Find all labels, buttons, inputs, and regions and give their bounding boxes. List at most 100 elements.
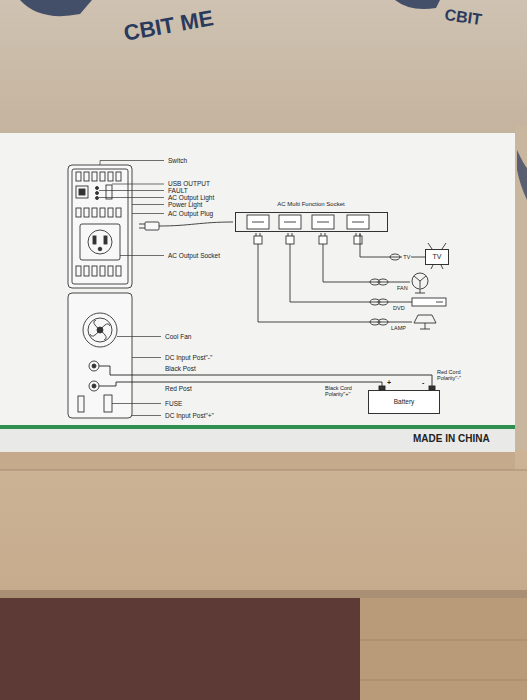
red-post [89,381,99,391]
vent [92,208,97,217]
label-text: Switch [168,157,187,164]
led [96,197,99,200]
battery-box: Battery [368,390,440,414]
vent [92,266,97,276]
terminal-block [78,396,84,412]
fan-icon-blades [414,276,426,293]
strip-outline [235,212,388,232]
edge-label: TV [402,254,411,260]
node-text: Battery [394,398,415,405]
wood-plank [360,640,527,641]
inverter-body [68,165,132,288]
label-text: + [387,379,391,387]
lamp-shade [414,315,436,323]
cord-coil [378,299,388,305]
fuse [104,395,112,412]
plug [286,236,294,244]
leader-line [132,357,161,358]
inverter-front [68,165,132,288]
switch-rocker [79,189,85,195]
appliance-wires [258,243,446,329]
flap-edge [0,470,527,471]
black-cord [99,366,432,387]
plug-body [145,222,159,230]
leader-line [132,204,164,205]
inverter-body [68,293,132,418]
cardboard-top [0,0,527,140]
outlet-slots [252,222,364,223]
footer-band [0,429,515,452]
label-text: AC Output Light [168,194,214,201]
carpet [0,598,360,700]
plug-cord [159,222,233,226]
plug-prongs [256,233,360,236]
label-text: FUSE [165,400,182,407]
lamp-wire [258,244,412,322]
ac-socket [80,224,120,260]
tv-box: TV [425,249,449,265]
plug [319,236,327,244]
wood-plank [360,680,527,681]
box-bottom-edge [0,590,527,598]
socket-slot [104,236,107,244]
label-text: DVD [392,305,406,311]
ac-socket-face [88,230,112,254]
led [96,192,99,195]
ac-plug [139,222,233,230]
label-text: FAULT [168,187,188,194]
leader-lines [99,161,164,416]
print-panel [0,133,515,452]
cord-coil [378,319,388,325]
leader-line [100,161,164,166]
label-text: MADE IN CHINA [413,433,490,444]
leader-line [117,336,161,337]
red-post-core [92,384,96,388]
vent [116,266,121,276]
socket-strip: AC Multi Function Socket [232,201,390,234]
leader-line [132,213,164,214]
switch [76,186,88,198]
vent [108,208,113,217]
vent [116,172,121,181]
fan-blades [90,320,110,340]
wood-floor [360,598,527,700]
inverter-face [72,169,128,284]
fan-hub [97,327,103,333]
fan-wire [323,244,410,282]
lamp-stand [420,323,430,329]
vent [100,208,105,217]
cardboard-lower [0,450,527,595]
dvd-icon [412,298,446,306]
label-text: LAMP [390,325,407,331]
label-text: AC Output Socket [168,252,220,259]
leader-line [132,415,161,416]
vent [116,208,121,217]
cardboard-side [515,125,527,455]
label-text: Black Cord Polarity"+" [325,385,369,397]
socket-slot [98,247,102,251]
black-post [89,361,99,371]
cord-connector [360,234,425,257]
dvd-tray [436,302,443,303]
label-text: DC Input Post"+" [165,412,214,419]
leader-line [120,255,164,256]
label-text: AC Output Plug [168,210,213,217]
leader-line [112,184,164,185]
battery-cables [99,366,435,390]
plug [354,236,362,244]
vent [100,266,105,276]
print-logo [395,0,440,9]
socket-slot [93,236,96,244]
vent [108,266,113,276]
dvd-wire [290,244,412,302]
led [96,187,99,190]
node-text: AC Multi Function Socket [232,201,390,208]
inverter-back [68,293,132,418]
print-logo [517,150,527,200]
label-text: - [422,379,424,387]
black-post-core [92,364,96,368]
vent [108,172,113,181]
green-stripe [0,425,515,429]
